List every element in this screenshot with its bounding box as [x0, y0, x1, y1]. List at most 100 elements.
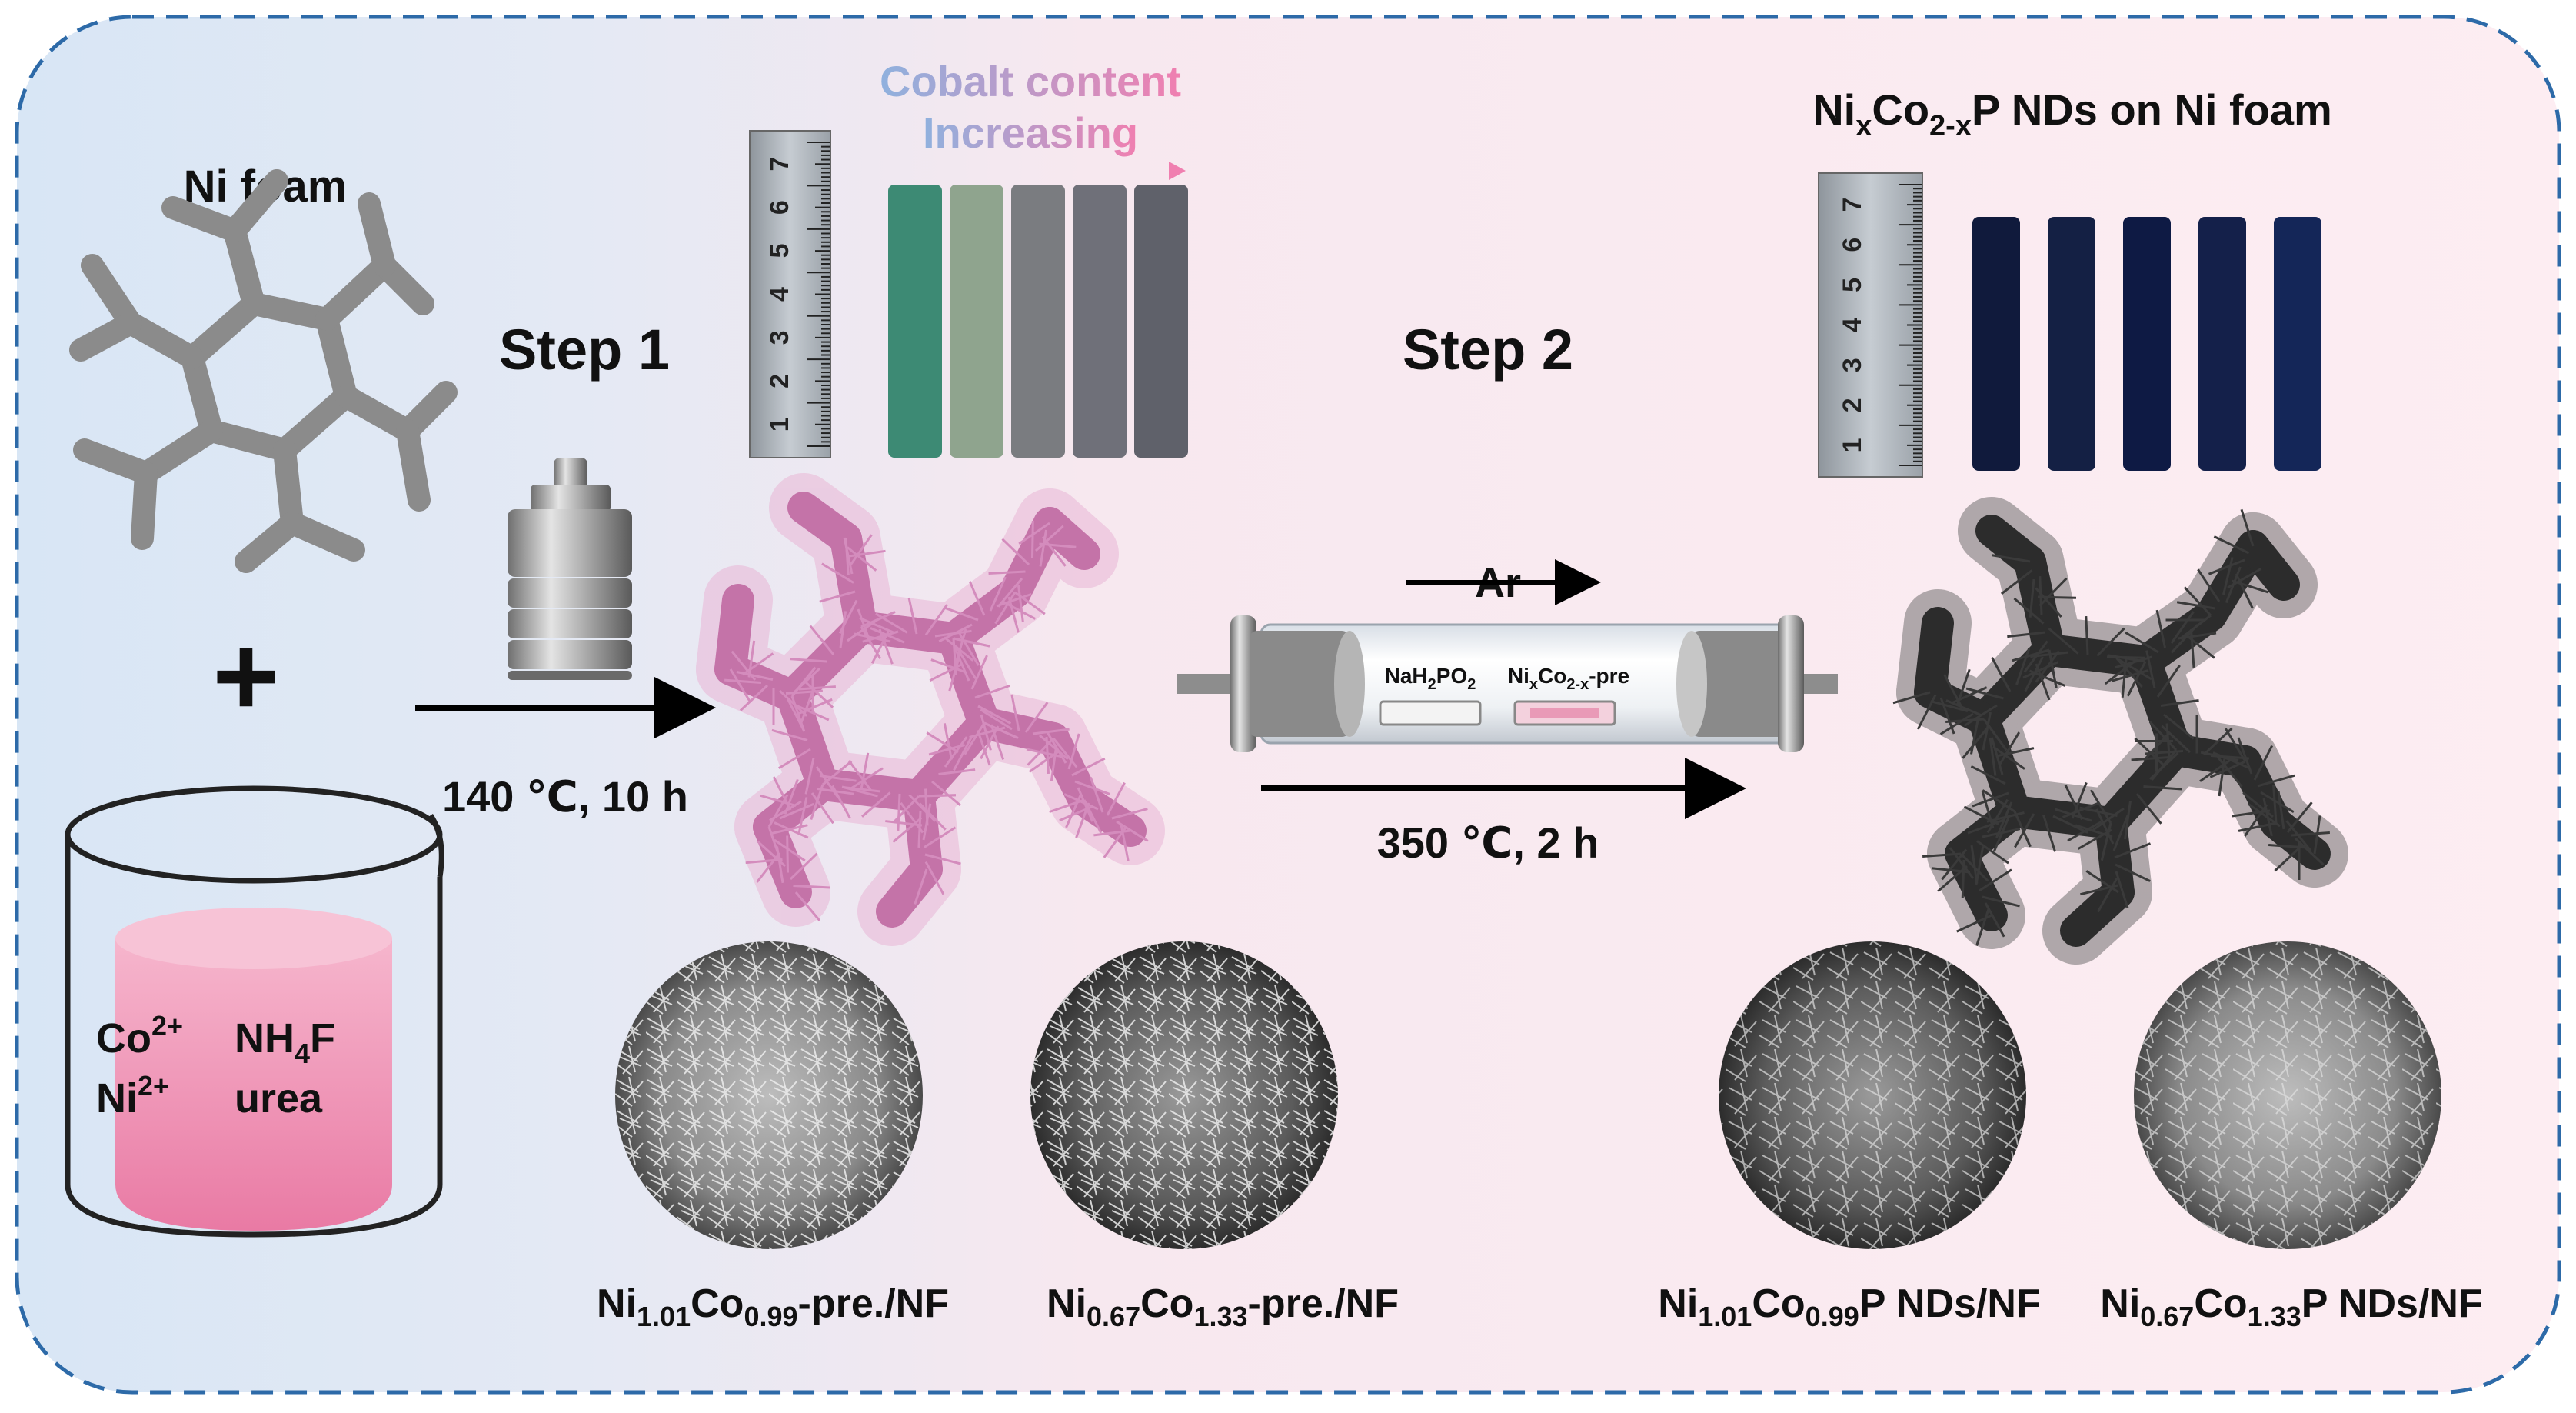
nanoneedle: [798, 685, 836, 691]
plus-sign: +: [212, 611, 280, 740]
precursor-foam-icon: [696, 473, 1165, 946]
sample-strip: [888, 185, 942, 458]
nanoneedle: [2285, 820, 2312, 851]
nanoneedle: [2151, 749, 2178, 781]
nanoneedle: [929, 662, 964, 682]
nanoneedle: [771, 728, 808, 741]
ruler-number: 4: [1838, 318, 1867, 332]
sem-image-3: [1719, 941, 2026, 1249]
nanoneedle: [1089, 777, 1104, 813]
nanoneedle: [847, 760, 872, 791]
nanoneedle: [776, 846, 784, 884]
nanoneedle: [1982, 895, 2020, 908]
cobalt-content-line2: Increasing: [923, 108, 1138, 157]
nanoneedle: [1967, 818, 2005, 835]
nanoneedle: [938, 623, 973, 643]
nanoneedle: [2007, 631, 2046, 638]
nanoneedle: [2237, 737, 2253, 775]
nanoneedle: [918, 794, 957, 798]
step1-label: Step 1: [499, 318, 670, 382]
nanoneedle: [969, 726, 1006, 738]
nanoneedle: [2155, 609, 2166, 648]
nanoneedle: [918, 802, 947, 831]
nanoneedle: [2242, 791, 2274, 818]
nanoneedle: [2257, 774, 2295, 788]
nanoneedle: [997, 578, 1023, 608]
ni-foam-icon: [69, 169, 458, 573]
nanoneedle: [2184, 632, 2215, 659]
ruler-number: 1: [1838, 438, 1867, 452]
nanoneedle: [1989, 737, 1997, 776]
nanoneedle: [1026, 748, 1063, 758]
nanoneedle: [944, 736, 968, 768]
nanoneedle: [1892, 691, 1931, 705]
nanoneedle: [2222, 557, 2234, 595]
ruler-number: 5: [1838, 278, 1867, 292]
nanoneedle: [2085, 615, 2089, 655]
ruler-number: 3: [1838, 358, 1867, 372]
nanoneedle: [2272, 785, 2278, 824]
nanoneedle: [2077, 828, 2112, 850]
nanoneedle: [968, 581, 986, 616]
nanoneedle: [989, 576, 1007, 612]
nanoneedle: [924, 861, 945, 895]
ruler-number: 2: [1838, 398, 1867, 412]
nanoneedle: [1034, 525, 1064, 552]
nanoneedle: [857, 608, 872, 645]
nanoneedle: [1982, 828, 2021, 838]
nanoneedle: [1001, 538, 1030, 566]
nanoneedle: [2115, 657, 2143, 688]
nanoneedle: [1979, 868, 2012, 892]
nanoneedle: [2024, 656, 2044, 692]
nanoneedle: [983, 721, 1019, 739]
nanoneedle: [2042, 815, 2056, 852]
nanoneedle: [1982, 718, 2008, 751]
nanoneedle: [943, 723, 953, 760]
nanoneedle: [2097, 878, 2118, 913]
nanoneedle: [2039, 577, 2068, 607]
nanoneedle: [892, 817, 922, 843]
nanoneedle: [2232, 809, 2271, 818]
nanoneedle: [878, 628, 894, 665]
nanoneedle: [2126, 661, 2147, 697]
nanoneedle: [1018, 522, 1050, 545]
ruler-number: 6: [765, 200, 794, 215]
nanoneedle: [2035, 663, 2051, 701]
nanoneedle: [2029, 578, 2035, 618]
beaker-icon: [65, 785, 444, 1238]
nanoneedle: [793, 885, 830, 889]
nanoneedle: [2118, 658, 2152, 681]
nickel-ion: Ni2+: [96, 1070, 169, 1121]
nanoneedle: [848, 549, 886, 558]
nanoneedle: [974, 684, 1010, 699]
nanoneedle: [821, 562, 854, 584]
nanoneedle: [1039, 529, 1047, 567]
nanoneedle: [2240, 508, 2255, 547]
nanoneedle: [2015, 648, 2031, 685]
nanoneedle: [786, 835, 789, 873]
nanoneedle: [1939, 697, 1955, 735]
nanoneedle: [747, 640, 756, 678]
nanoneedle: [2075, 824, 2113, 838]
ruler-number: 4: [765, 287, 794, 302]
nanoneedle: [2125, 631, 2159, 654]
nanoneedle: [1007, 596, 1020, 633]
nanoneedle: [2035, 650, 2060, 683]
solution-ions: Co2+ Ni2+ NH4F urea: [96, 1010, 335, 1121]
nanoneedle: [1995, 801, 2013, 838]
nanoneedle: [2114, 842, 2152, 859]
nanoneedle: [964, 722, 986, 755]
nanoneedle: [2235, 573, 2254, 609]
nanoneedle: [860, 752, 870, 790]
nanoneedle: [1111, 808, 1148, 820]
nanoneedle: [1032, 728, 1070, 735]
ruler-number: 3: [765, 330, 794, 345]
nanoneedle: [822, 760, 853, 786]
nanoneedle: [1106, 781, 1126, 816]
sample-strip: [2123, 217, 2171, 471]
sem-label-2: Ni0.67Co1.33-pre./NF: [1047, 1281, 1399, 1332]
step1-conditions: 140 ℃, 10 h: [442, 772, 688, 821]
nanoneedle: [1992, 554, 2031, 563]
